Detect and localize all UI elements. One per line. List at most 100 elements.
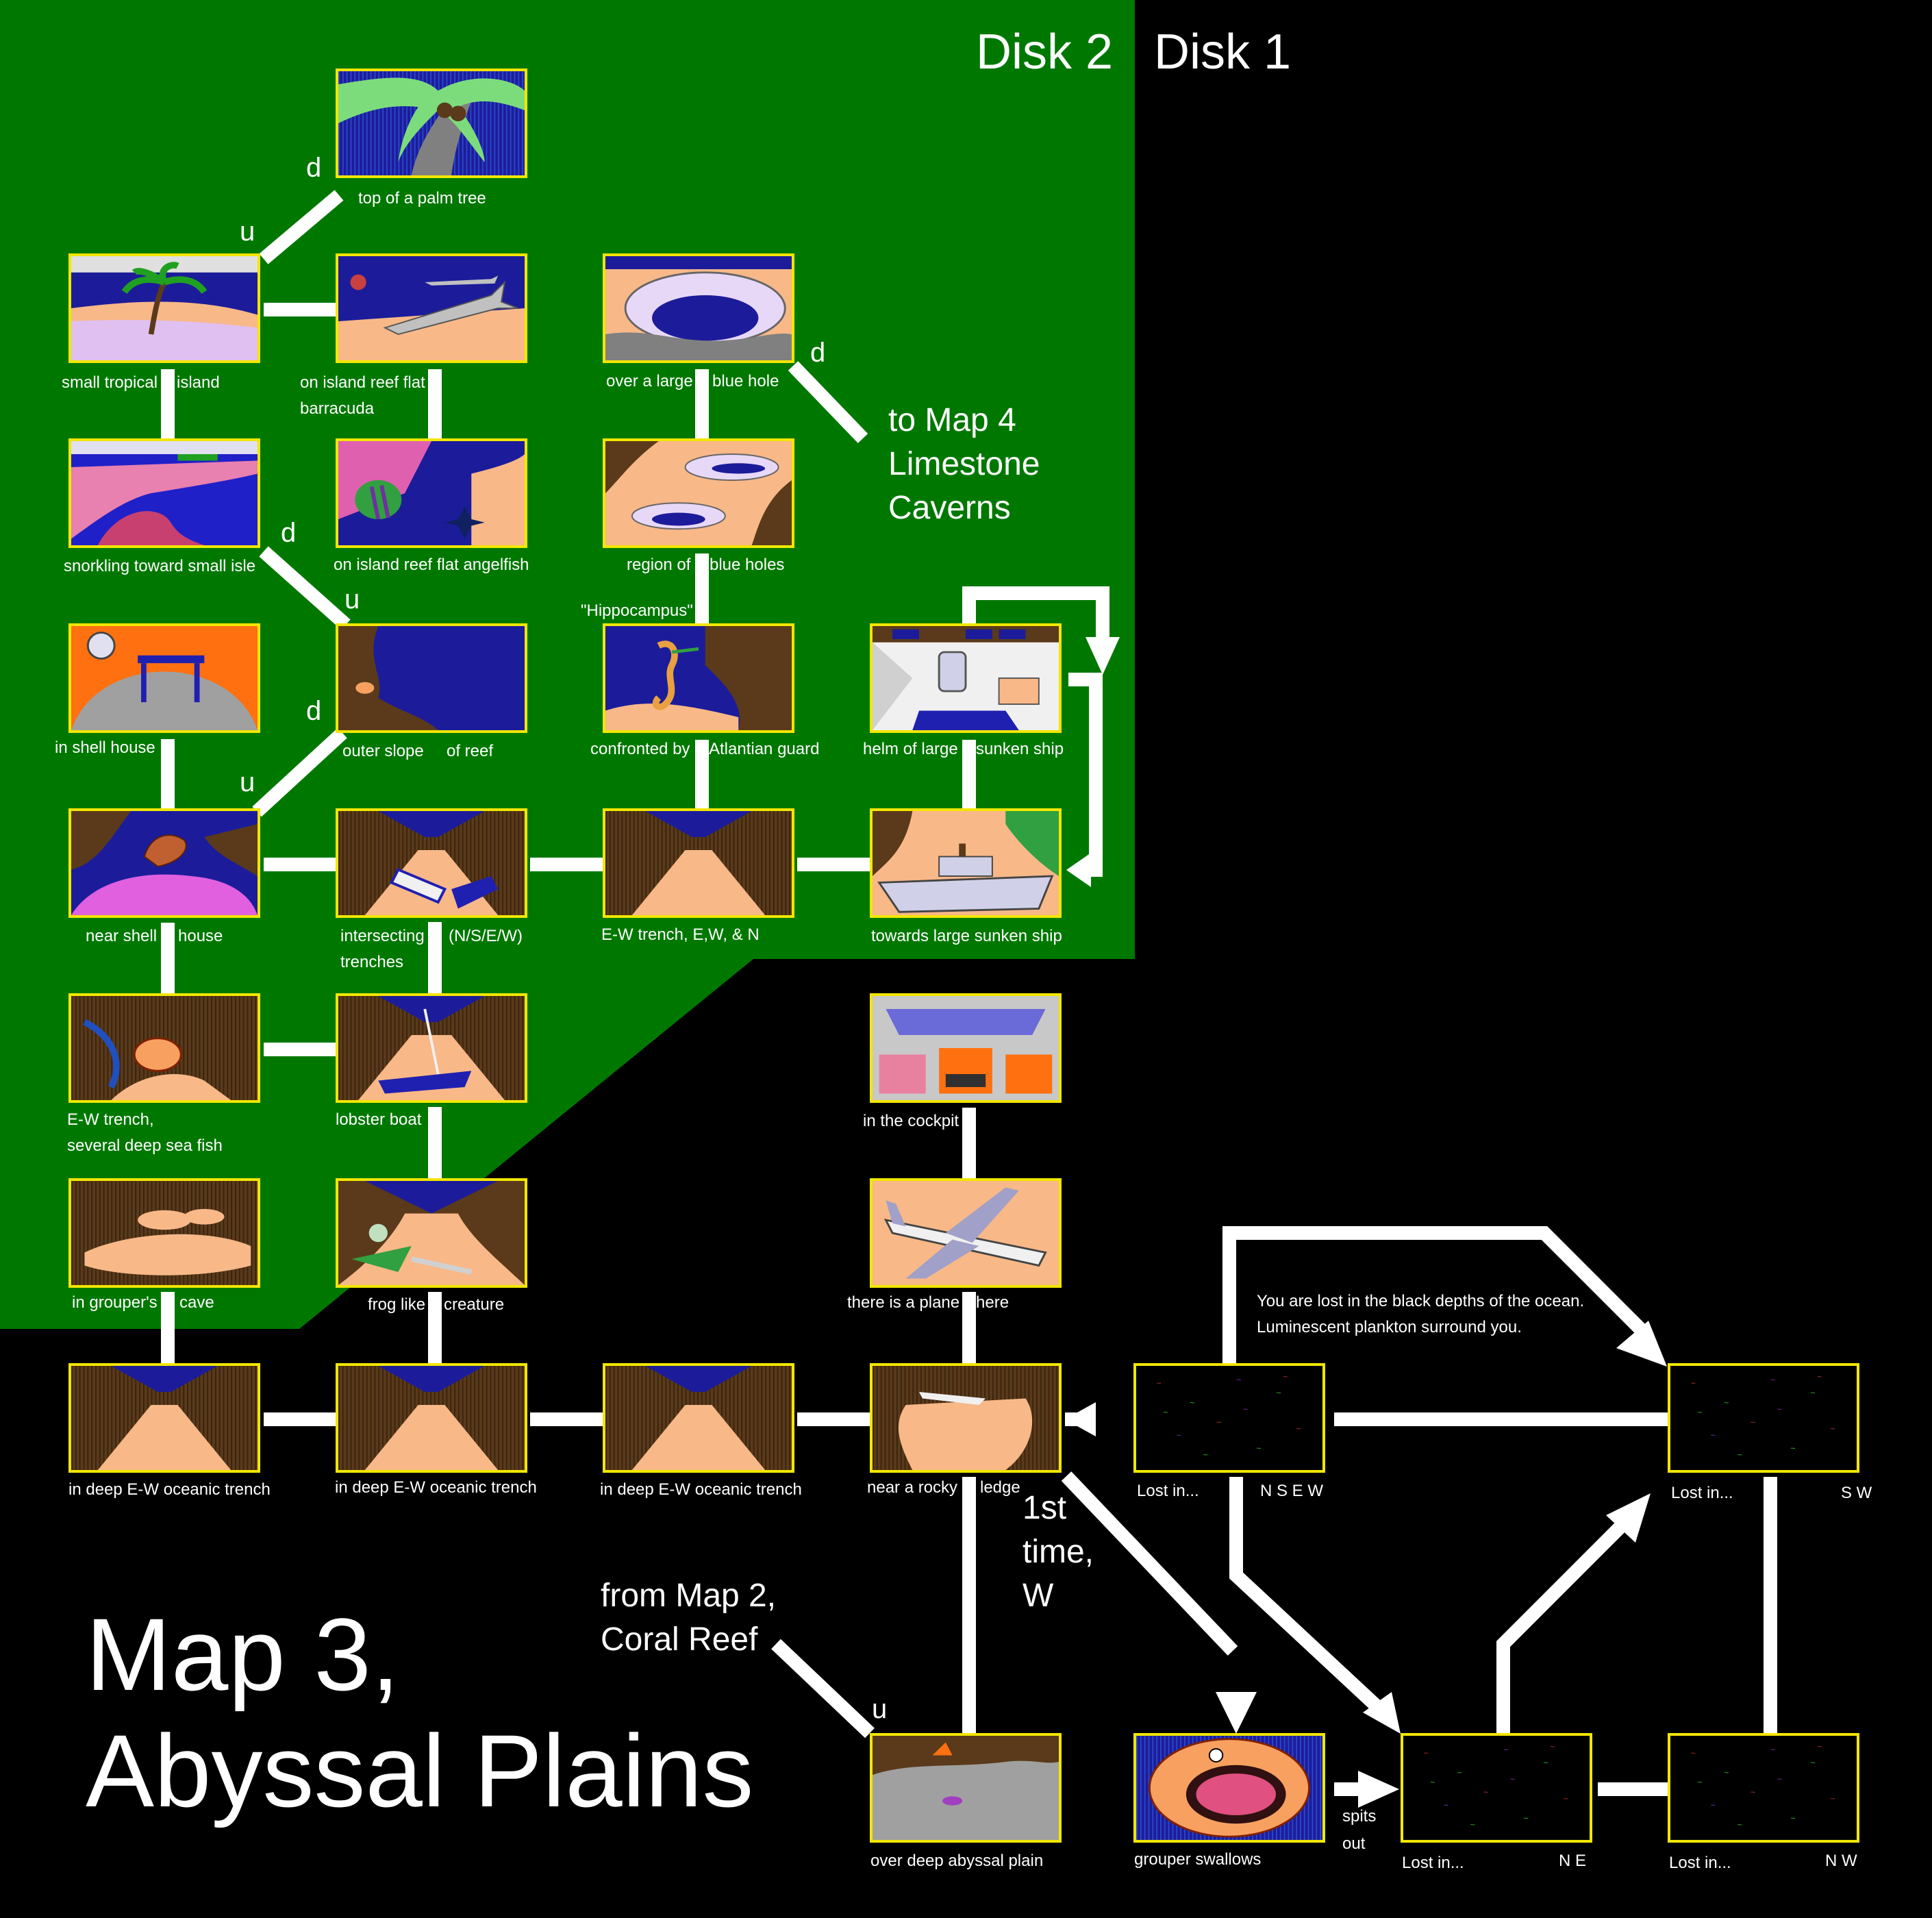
- svg-text:~: ~: [1810, 1390, 1816, 1397]
- svg-text:~: ~: [1724, 1399, 1729, 1407]
- room-lost-ne: ~~~~~~~~~~~~: [1401, 1733, 1592, 1843]
- room-plane-here: [870, 1178, 1062, 1288]
- svg-text:~: ~: [1770, 1747, 1776, 1754]
- disk1-label: Disk 1: [1154, 25, 1292, 79]
- trench-boat-scene-icon: [338, 811, 525, 915]
- plane-scene-icon: [873, 1181, 1059, 1285]
- from-map2-line2: Coral Reef: [601, 1621, 758, 1658]
- room-shell-house-in: [68, 623, 260, 733]
- svg-text:~: ~: [1242, 1406, 1248, 1414]
- svg-text:~: ~: [1777, 1406, 1782, 1414]
- room-tropical-island: [68, 253, 260, 363]
- svg-text:~: ~: [1777, 1776, 1782, 1784]
- seahorse-scene-icon: [605, 626, 792, 730]
- room-reef-flat-barracuda: [336, 253, 527, 363]
- arrowhead-to-helm: [1086, 637, 1120, 675]
- room-label-atlantian-guard: Atlantian guard: [709, 740, 820, 758]
- room-label-grouper-swallows: grouper swallows: [1134, 1850, 1262, 1869]
- cockpit-scene-icon: [873, 996, 1059, 1100]
- room-label-intersecting: intersecting: [340, 927, 425, 945]
- svg-text:~: ~: [1156, 1380, 1162, 1388]
- room-blue-hole-large: [603, 253, 794, 363]
- room-label-grouper-cave: cave: [179, 1293, 214, 1312]
- room-label-rocky-ledge: near a rocky: [867, 1478, 958, 1497]
- table-scene-icon: [71, 626, 258, 730]
- trench-scene-icon: [605, 1366, 792, 1470]
- svg-text:~: ~: [1543, 1760, 1548, 1767]
- svg-text:~: ~: [1190, 1399, 1195, 1407]
- svg-text:~: ~: [1810, 1760, 1816, 1767]
- room-label-helm: helm of large: [863, 740, 958, 758]
- room-label-snorkling: snorkling toward small isle: [64, 557, 256, 575]
- room-deep-trench-3: [603, 1363, 794, 1473]
- svg-text:~: ~: [1770, 1377, 1776, 1384]
- to-map4-line3: Caverns: [888, 490, 1011, 526]
- svg-text:~: ~: [1751, 1419, 1756, 1427]
- connector-map2-abyssal: [771, 1639, 875, 1739]
- dir-d-snorkel: d: [281, 518, 297, 548]
- svg-text:~: ~: [1830, 1795, 1835, 1803]
- ship-helm-scene-icon: [873, 626, 1059, 730]
- room-abyssal-plain: [870, 1733, 1062, 1843]
- blue-hole-scene-icon: [605, 256, 792, 360]
- arrowhead-to-lostsw: [1616, 1321, 1667, 1367]
- svg-text:~: ~: [1176, 1432, 1181, 1440]
- abyssal-scene-icon: [873, 1736, 1059, 1840]
- svg-text:~: ~: [1697, 1409, 1703, 1417]
- room-label-near-shell-house: house: [178, 927, 223, 945]
- island-scene-icon: [71, 256, 258, 360]
- connector-snorkel-slope: [259, 546, 351, 630]
- map-title-line2: Abyssal Plains: [86, 1713, 754, 1828]
- first-time-line1: 1st: [1023, 1490, 1067, 1526]
- room-label-plane-here: here: [976, 1293, 1009, 1312]
- plankton-scene-icon: ~~~~~~~~~~~~: [1670, 1366, 1857, 1470]
- room-lost-sw: ~~~~~~~~~~~~: [1668, 1363, 1859, 1473]
- room-label-lobster-boat: lobster boat: [336, 1110, 422, 1129]
- room-label-blue-holes-region: region of: [627, 556, 691, 574]
- trench-scene-icon: [605, 811, 792, 915]
- lost-message-line2: Luminescent plankton surround you.: [1257, 1318, 1522, 1336]
- dir-u-slope: u: [240, 767, 255, 797]
- room-label-cockpit: in the cockpit: [863, 1112, 959, 1130]
- room-near-shell-house: [68, 808, 260, 918]
- room-label-intersecting: (N/S/E/W): [449, 927, 523, 945]
- room-label-ew-trench-ewn: E-W trench, E,W, & N: [601, 925, 760, 944]
- svg-text:~: ~: [1296, 1425, 1301, 1433]
- room-label-near-shell-house: near shell: [86, 927, 158, 945]
- svg-text:~: ~: [1236, 1377, 1242, 1384]
- room-grouper-cave: [68, 1178, 260, 1288]
- connector-ledge-grouper: [1061, 1471, 1238, 1656]
- svg-text:~: ~: [1163, 1409, 1168, 1417]
- svg-text:~: ~: [1790, 1815, 1796, 1823]
- dir-u-snorkel: u: [344, 584, 360, 614]
- dir-d-slope: d: [306, 696, 322, 726]
- from-map2-line1: from Map 2,: [601, 1578, 777, 1614]
- spits-out-line1: spits: [1342, 1807, 1377, 1826]
- room-label-frog-creature: creature: [444, 1295, 505, 1314]
- svg-text:~: ~: [1203, 1452, 1208, 1459]
- arrowhead-to-lostsw-2: [1606, 1493, 1651, 1543]
- room-atlantian-guard: [603, 623, 794, 733]
- slope-scene-icon: [338, 626, 525, 730]
- palm-tree-scene-icon: [338, 71, 525, 175]
- svg-text:~: ~: [1563, 1795, 1568, 1803]
- room-label-outer-slope: outer slope: [342, 742, 424, 760]
- room-label-atlantian-guard: confronted by: [590, 740, 690, 758]
- room-blue-holes-region: [603, 438, 794, 548]
- room-label-lost-nw: N W: [1825, 1852, 1857, 1870]
- svg-text:~: ~: [1751, 1789, 1756, 1797]
- svg-text:~: ~: [1690, 1750, 1696, 1758]
- disk2-label: Disk 2: [976, 25, 1114, 79]
- room-label-intersecting: trenches: [340, 953, 404, 971]
- svg-text:~: ~: [1430, 1779, 1435, 1786]
- plankton-scene-icon: ~~~~~~~~~~~~: [1136, 1366, 1322, 1470]
- connector-helm-loop-out: [962, 586, 1109, 637]
- room-label-tropical-island: island: [177, 373, 220, 392]
- room-label-reef-flat-angelfish: on island reef flat angelfish: [334, 556, 529, 574]
- room-label-deep-trench-1: in deep E-W oceanic trench: [68, 1480, 271, 1499]
- frog-scene-icon: [338, 1181, 525, 1285]
- svg-text:~: ~: [1423, 1750, 1429, 1758]
- arrowhead-to-grouper: [1216, 1692, 1257, 1734]
